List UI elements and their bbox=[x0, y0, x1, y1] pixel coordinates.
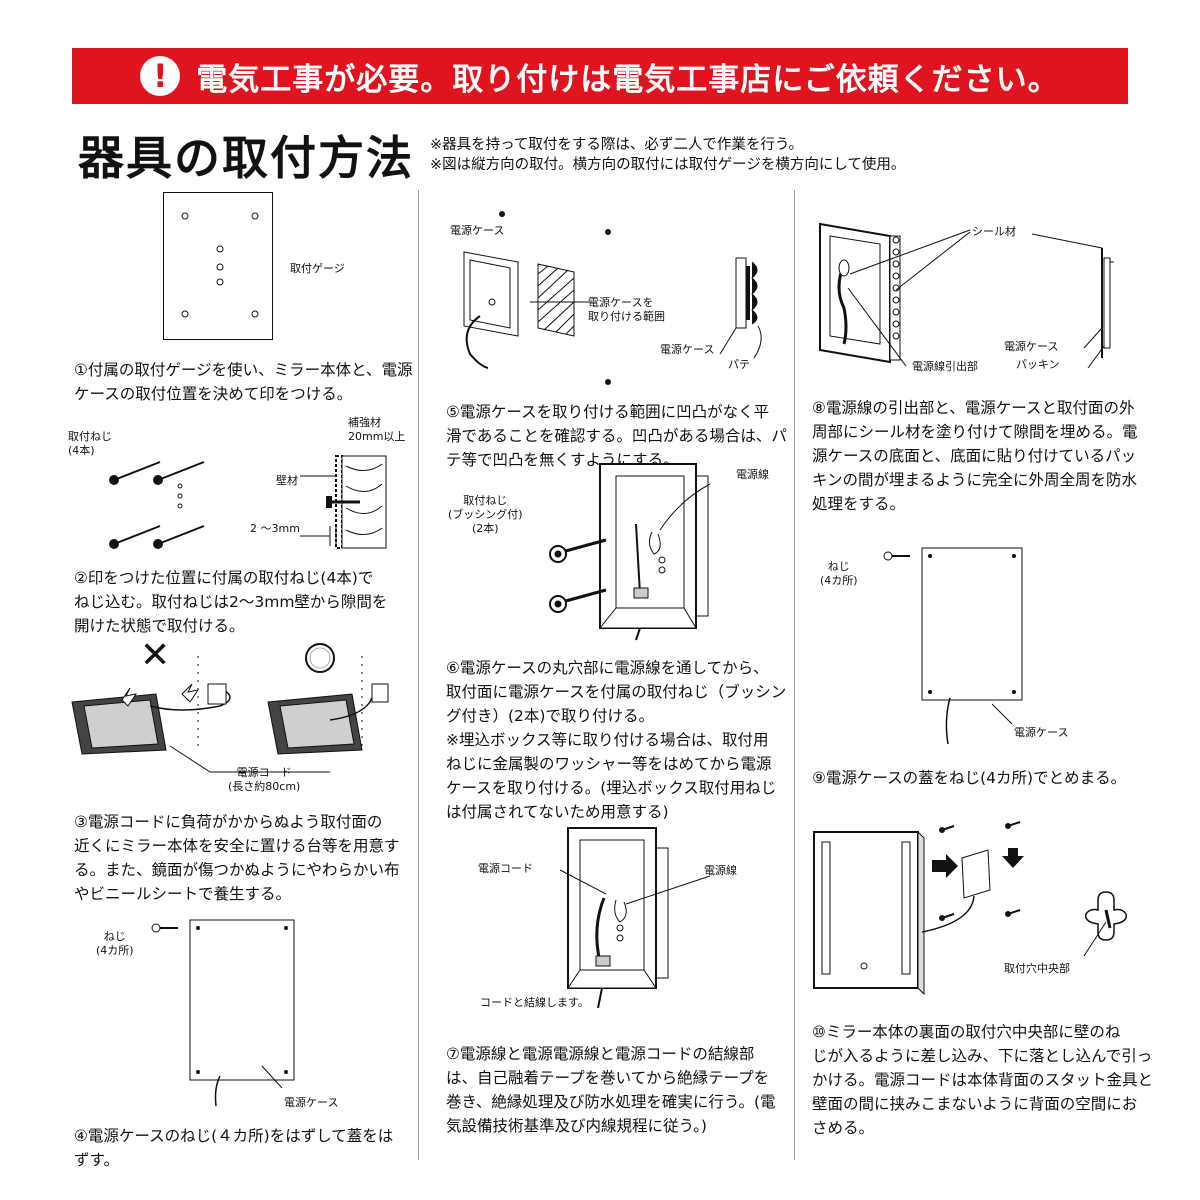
label-screw-4: 取付ねじ (4本) bbox=[68, 430, 112, 457]
label-power-line-b: 電源線 bbox=[704, 864, 737, 877]
step-10: ⑩ミラー本体の裏面の取付穴中央部に壁のね じが入るように差し込み、下に落とし込ん… bbox=[812, 1023, 1154, 1137]
label-seal: シール材 bbox=[972, 225, 1016, 238]
label-bushing-screw: 取付ねじ (ブッシング付) (2本) bbox=[448, 494, 523, 535]
cross-mark-icon: ✕ bbox=[140, 635, 171, 676]
page-title: 器具の取付方法 bbox=[78, 131, 414, 185]
label-reinforce: 補強材 20mm以上 bbox=[348, 416, 406, 443]
hang-mirror-figure bbox=[812, 818, 1142, 994]
case-mount-figure bbox=[540, 460, 740, 640]
case-range-figure bbox=[440, 211, 780, 385]
label-power-case-c: 電源ケース bbox=[660, 343, 715, 356]
label-power-case-d: 電源ケース bbox=[1004, 340, 1059, 353]
step-4: ④電源ケースのねじ(４カ所)をはずして蓋をは ずす。 bbox=[74, 1127, 394, 1169]
label-screw-4-places: ねじ (4カ所) bbox=[96, 930, 134, 957]
label-gauge: 取付ゲージ bbox=[290, 262, 345, 275]
close-cover-figure bbox=[880, 544, 1030, 744]
screws-figure bbox=[100, 440, 220, 560]
step-1: ①付属の取付ゲージを使い、ミラー本体と、電源 ケースの取付位置を決めて印をつける… bbox=[74, 361, 413, 403]
column-divider-2 bbox=[794, 190, 795, 1160]
mirror-on-table-figure bbox=[70, 636, 420, 760]
remove-cover-figure bbox=[150, 916, 310, 1106]
step-7: ⑦電源線と電源電源線と電源コードの結線部 は、自己融着テープを巻いてから絶縁テー… bbox=[446, 1045, 776, 1135]
label-power-line-a: 電源線 bbox=[736, 468, 769, 481]
exclamation-icon: ! bbox=[140, 56, 181, 96]
label-power-cord-b: 電源コード bbox=[478, 862, 533, 875]
step-9: ⑨電源ケースの蓋をねじ(4カ所)でとめまる。 bbox=[812, 769, 1127, 787]
label-power-case-a: 電源ケース bbox=[284, 1096, 339, 1109]
step-6: ⑥電源ケースの丸穴部に電源線を通してから、 取付面に電源ケースを付属の取付ねじ（… bbox=[446, 659, 787, 821]
wire-connection-figure bbox=[540, 828, 680, 1008]
column-divider-1 bbox=[418, 190, 419, 1160]
label-tie: コードと結線します。 bbox=[480, 996, 589, 1009]
label-packing: パッキン bbox=[1016, 358, 1060, 371]
note-orientation: ※図は縦方向の取付。横方向の取付には取付ゲージを横方向にして使用。 bbox=[430, 157, 906, 173]
step-8: ⑧電源線の引出部と、電源ケースと取付面の外 周部にシール材を塗り付けて隙間を埋め… bbox=[812, 399, 1138, 513]
label-gap: 2 ～3mm bbox=[250, 522, 300, 535]
warning-banner: ! 電気工事が必要。取り付けは電気工事店にご依頼ください。 bbox=[72, 48, 1128, 104]
banner-text: 電気工事が必要。取り付けは電気工事店にご依頼ください。 bbox=[196, 61, 1060, 98]
label-putty: パテ bbox=[728, 358, 750, 371]
label-power-case-e: 電源ケース bbox=[1014, 726, 1069, 739]
label-power-case-b: 電源ケース bbox=[450, 224, 505, 237]
seal-figure bbox=[814, 218, 1134, 378]
label-power-cord-length: 電源コード (長さ約80cm) bbox=[228, 766, 301, 793]
label-wall: 壁材 bbox=[276, 474, 298, 487]
label-hole-center: 取付穴中央部 bbox=[1004, 962, 1070, 975]
label-screw-4-places-b: ねじ (4カ所) bbox=[820, 560, 858, 587]
step-2: ②印をつけた位置に付属の取付ねじ(4本)で ねじ込む。取付ねじは2～3mm壁から… bbox=[74, 569, 388, 635]
wall-section-figure bbox=[300, 446, 390, 550]
gauge-figure bbox=[163, 192, 273, 340]
label-case-range: 電源ケースを 取り付ける範囲 bbox=[588, 296, 665, 323]
note-two-people: ※器具を持って取付をする際は、必ず二人で作業を行う。 bbox=[430, 137, 804, 153]
step-3: ③電源コードに負荷がかからぬよう取付面の 近くにミラー本体を安全に置ける台等を用… bbox=[74, 813, 400, 903]
label-line-outlet: 電源線引出部 bbox=[912, 360, 978, 373]
